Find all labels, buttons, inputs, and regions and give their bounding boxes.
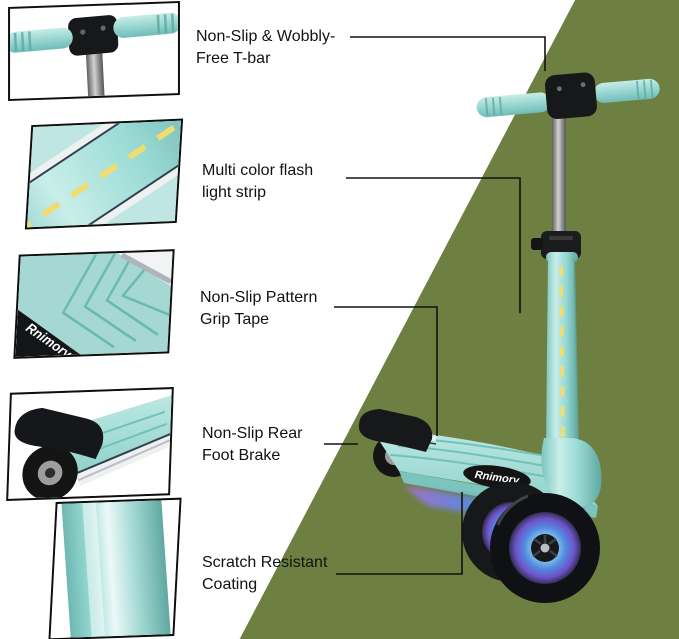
callout-grip-tape-thumbnail: Rnimory — [13, 249, 175, 359]
callout-coating-thumbnail — [48, 497, 182, 639]
callout-tbar-thumbnail — [8, 0, 180, 102]
light-strip — [559, 265, 565, 439]
t-bar-clamp — [544, 72, 597, 120]
wheel-spokes — [532, 535, 558, 557]
label-coating: Scratch Resistant Coating — [202, 554, 328, 593]
rear-brake-zoom-deck — [45, 395, 172, 475]
head-tube — [541, 438, 602, 509]
label-light-strip: Multi color flash light strip — [202, 162, 314, 201]
scooter: Rnimory — [358, 72, 660, 603]
tbar-zoom — [10, 12, 178, 99]
callout-rear-brake-thumbnail — [6, 387, 174, 501]
grip-tape-zoom: Rnimory — [15, 251, 173, 357]
right-grip — [593, 78, 660, 103]
tbar-zoom-left-grip — [10, 27, 73, 53]
coating-zoom-highlight — [81, 499, 107, 639]
label-rear-brake: Non-Slip Rear Foot Brake — [202, 425, 303, 464]
coating-zoom — [50, 499, 180, 639]
callout-light-strip-thumbnail — [24, 118, 184, 230]
handlebar-t-bar — [476, 72, 660, 120]
coating-zoom-pole — [61, 499, 171, 639]
tbar-zoom-right-grip — [113, 12, 178, 38]
left-grip — [476, 92, 551, 118]
light-strip-zoom — [27, 120, 181, 228]
light-strip-zoom-dashes — [27, 120, 181, 228]
front-wheel-right — [490, 493, 600, 603]
label-tbar: Non-Slip & Wobbly- Free T-bar — [196, 28, 336, 67]
tbar-zoom-stem — [85, 47, 105, 99]
rear-brake-zoom — [8, 389, 172, 499]
rear-brake-zoom-fender — [14, 407, 104, 460]
tbar-zoom-clamp — [68, 15, 119, 56]
right-grip-ribs — [635, 79, 654, 99]
left-grip-ribs — [484, 96, 503, 117]
stem-upper — [552, 108, 566, 240]
label-grip-tape: Non-Slip Pattern Grip Tape — [200, 289, 318, 328]
grip-tape-zoom-black-band — [15, 309, 81, 357]
stem-lower — [546, 252, 579, 448]
